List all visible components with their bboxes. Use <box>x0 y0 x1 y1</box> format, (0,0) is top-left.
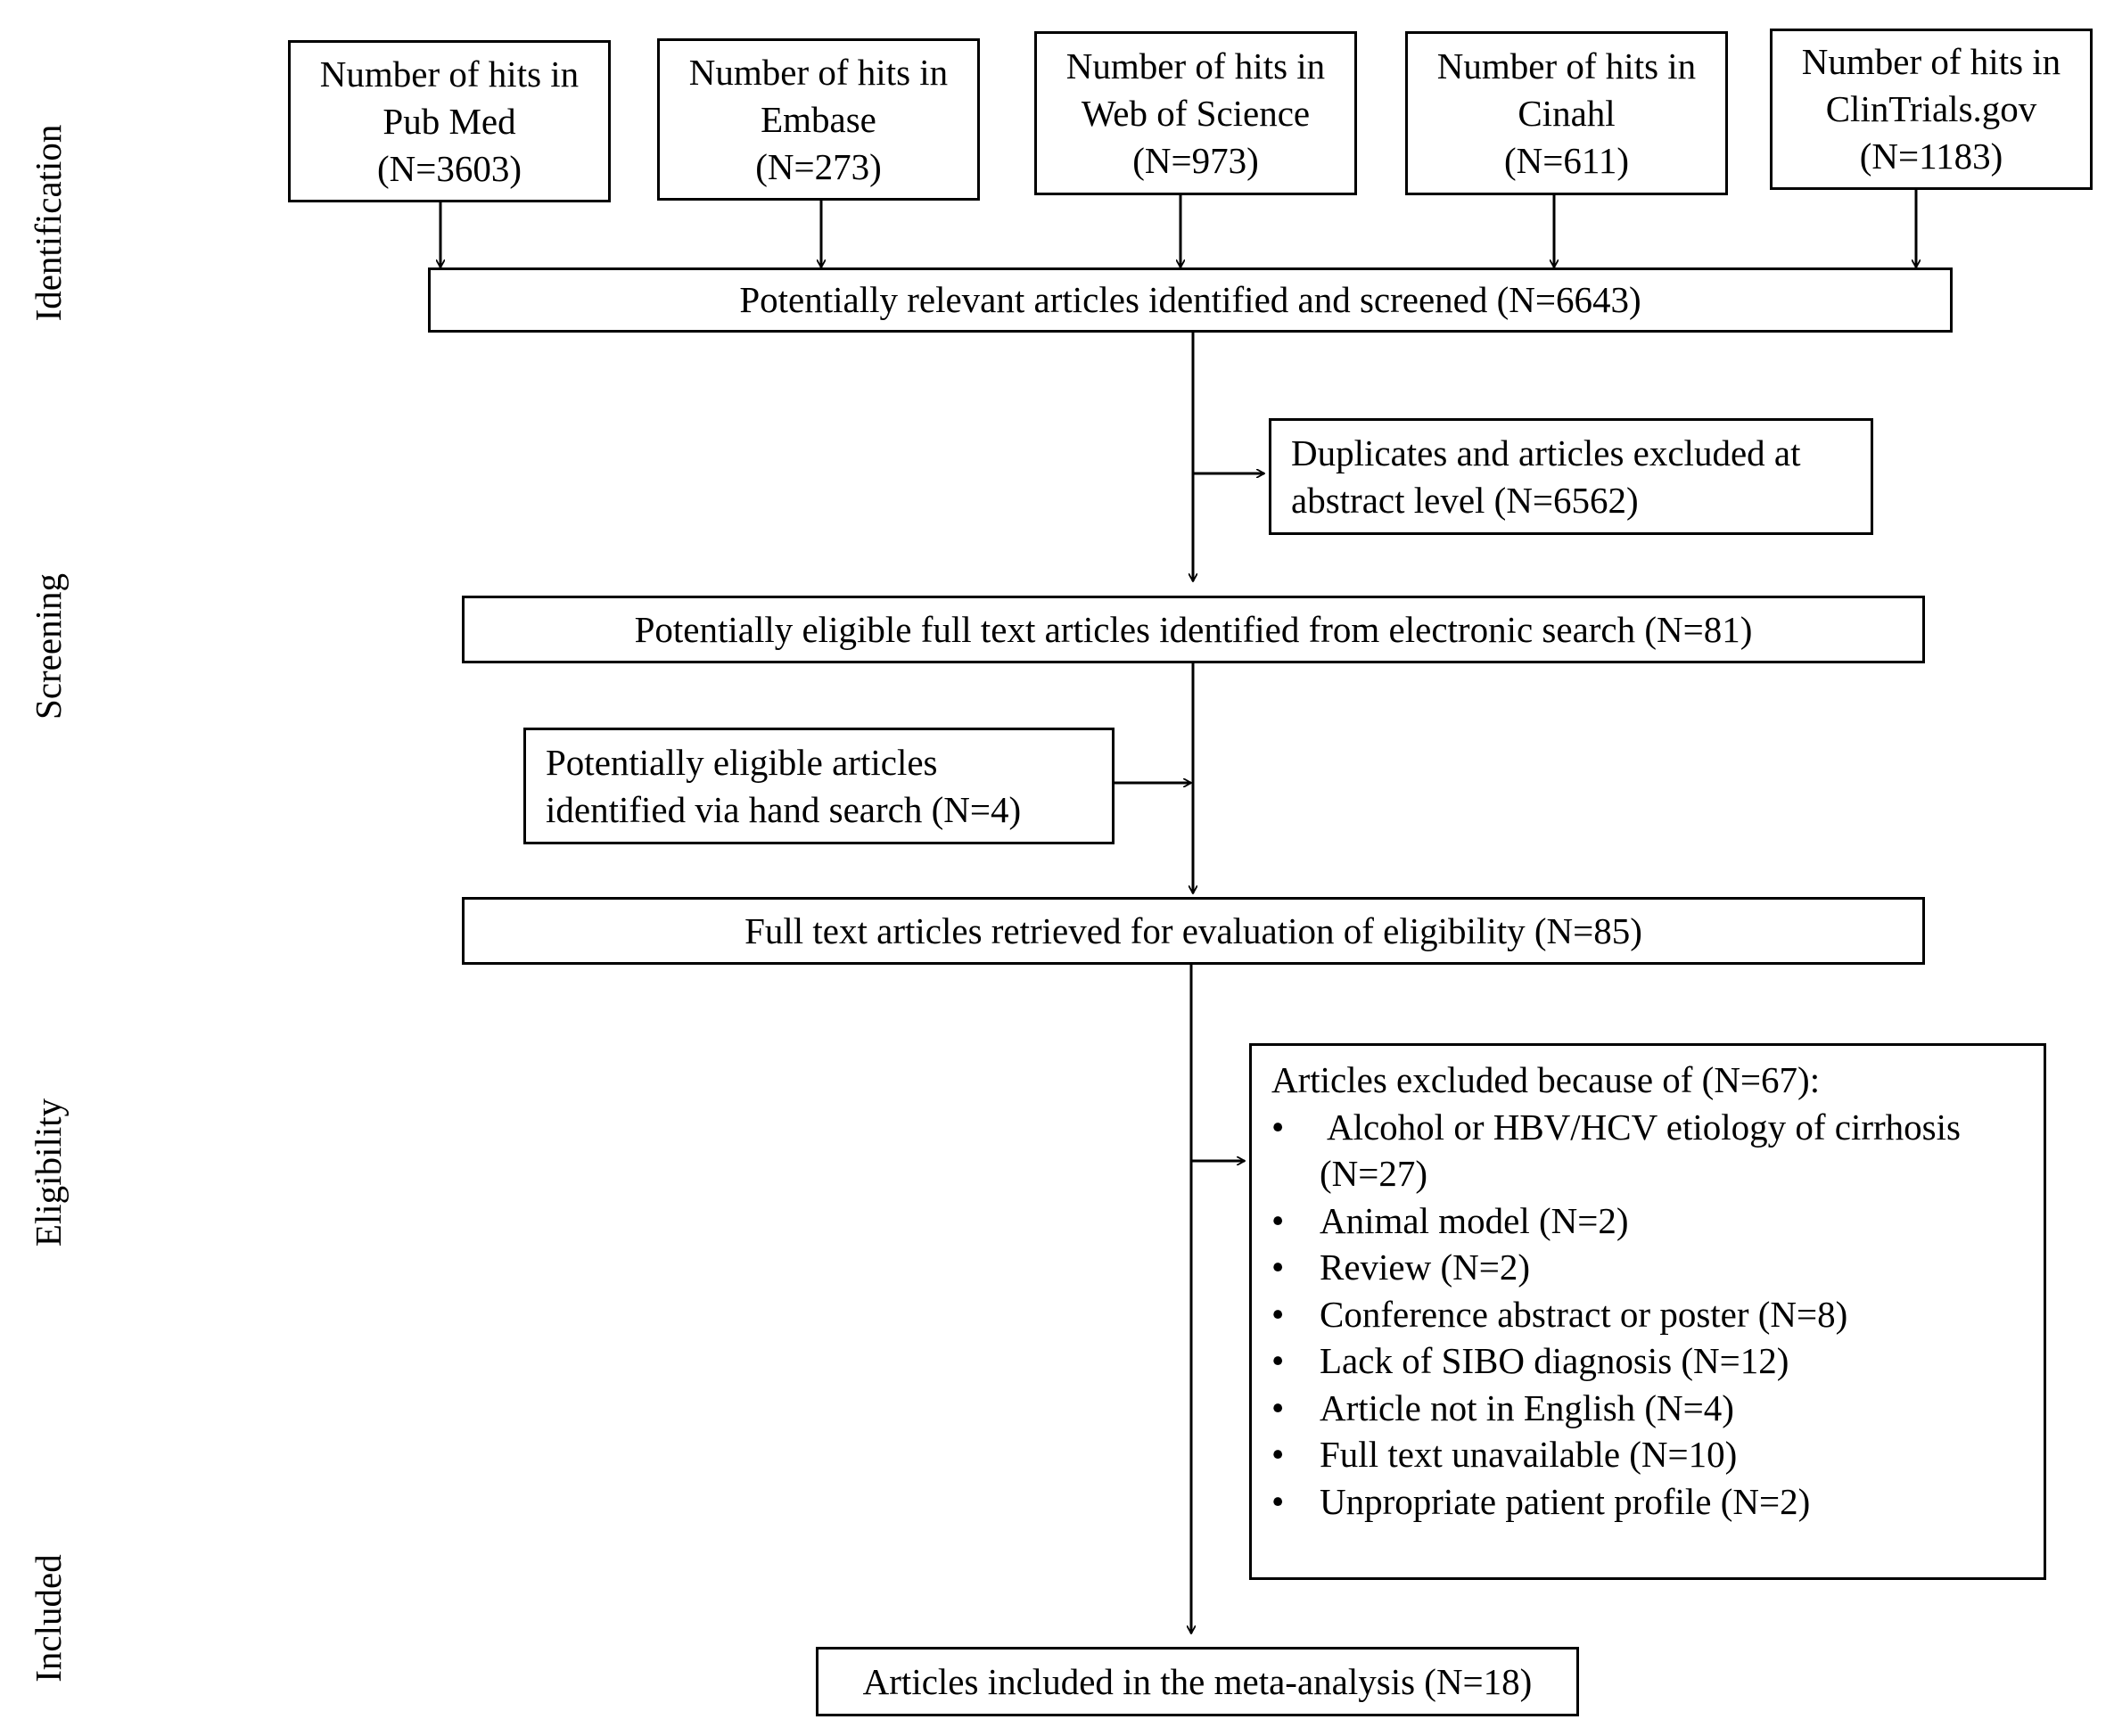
identified-box: Potentially relevant articles identified… <box>428 267 1953 333</box>
duplicates-excluded-line-2: abstract level (N=6562) <box>1291 479 1639 521</box>
excluded-reason-item: • Lack of SIBO diagnosis (N=12) <box>1271 1337 2044 1385</box>
retrieved-text: Full text articles retrieved for evaluat… <box>744 909 1642 951</box>
hand-search-line-2: identified via hand search (N=4) <box>546 788 1022 830</box>
excluded-reasons-list: • Alcohol or HBV/HCV etiology of cirrhos… <box>1271 1104 2044 1526</box>
source-cinahl-line-2: Cinahl <box>1518 92 1616 134</box>
stage-label-screening: Screening <box>28 573 69 720</box>
excluded-reason-text: Unpropriate patient profile (N=2) <box>1320 1480 1811 1522</box>
source-pubmed-line-1: Number of hits in <box>319 53 580 95</box>
excluded-reason-item: • Review (N=2) <box>1271 1244 2044 1291</box>
source-clintrials-line-2: ClinTrials.gov <box>1825 88 2037 129</box>
excluded-reason-text: Conference abstract or poster (N=8) <box>1320 1293 1848 1335</box>
source-cinahl-count: (N=611) <box>1503 139 1630 181</box>
excluded-reason-item: • Animal model (N=2) <box>1271 1197 2044 1245</box>
excluded-reason-text: Article not in English (N=4) <box>1320 1386 1734 1428</box>
duplicates-excluded-line-1: Duplicates and articles excluded at <box>1291 432 1801 473</box>
source-box-cinahl: Number of hits in Cinahl (N=611) <box>1405 31 1728 195</box>
bullet-marker: • <box>1271 1480 1285 1522</box>
stage-label-identification: Identification <box>28 124 69 322</box>
source-clintrials-line-1: Number of hits in <box>1801 41 2061 82</box>
source-box-web-of-science: Number of hits in Web of Science (N=973) <box>1034 31 1357 195</box>
excluded-reason-text: Full text unavailable (N=10) <box>1320 1434 1738 1475</box>
source-cinahl-line-1: Number of hits in <box>1436 45 1697 86</box>
excluded-reason-item: • Unpropriate patient profile (N=2) <box>1271 1478 2044 1526</box>
source-embase-line-1: Number of hits in <box>688 51 949 93</box>
source-pubmed-count: (N=3603) <box>376 147 522 189</box>
excluded-reasons-box: Articles excluded because of (N=67): • A… <box>1249 1043 2046 1580</box>
source-wos-count: (N=973) <box>1132 139 1259 181</box>
bullet-marker: • <box>1271 1106 1285 1148</box>
included-text: Articles included in the meta-analysis (… <box>862 1660 1533 1702</box>
excluded-reason-text: Lack of SIBO diagnosis (N=12) <box>1320 1340 1789 1381</box>
excluded-reason-item: • Full text unavailable (N=10) <box>1271 1431 2044 1478</box>
source-pubmed-line-2: Pub Med <box>382 100 516 142</box>
included-box: Articles included in the meta-analysis (… <box>816 1647 1579 1716</box>
bullet-marker: • <box>1271 1246 1285 1288</box>
identified-text: Potentially relevant articles identified… <box>739 279 1641 320</box>
source-box-embase: Number of hits in Embase (N=273) <box>657 38 980 201</box>
bullet-marker: • <box>1271 1293 1285 1335</box>
excluded-reason-item: • Conference abstract or poster (N=8) <box>1271 1291 2044 1338</box>
duplicates-excluded-box: Duplicates and articles excluded at abst… <box>1269 418 1873 535</box>
stage-label-included: Included <box>28 1554 69 1683</box>
eligible-electronic-text: Potentially eligible full text articles … <box>634 608 1753 650</box>
excluded-reason-item: • Alcohol or HBV/HCV etiology of cirrhos… <box>1271 1104 2044 1197</box>
excluded-heading: Articles excluded because of (N=67): <box>1271 1059 1821 1100</box>
source-embase-count: (N=273) <box>755 145 882 187</box>
excluded-reason-continuation: (N=27) <box>1320 1153 1428 1194</box>
source-clintrials-count: (N=1183) <box>1859 136 2003 177</box>
bullet-marker: • <box>1271 1386 1285 1428</box>
bullet-marker: • <box>1271 1434 1285 1475</box>
stage-label-eligibility: Eligibility <box>28 1098 69 1247</box>
source-box-pubmed: Number of hits in Pub Med (N=3603) <box>288 40 611 202</box>
excluded-reason-text: Animal model (N=2) <box>1320 1199 1629 1241</box>
excluded-reason-item: • Article not in English (N=4) <box>1271 1385 2044 1432</box>
source-box-clintrials: Number of hits in ClinTrials.gov (N=1183… <box>1770 29 2093 190</box>
source-wos-line-1: Number of hits in <box>1065 45 1326 86</box>
source-wos-line-2: Web of Science <box>1081 92 1311 134</box>
hand-search-line-1: Potentially eligible articles <box>546 741 938 783</box>
retrieved-box: Full text articles retrieved for evaluat… <box>462 897 1925 965</box>
excluded-reason-text: Alcohol or HBV/HCV etiology of cirrhosis <box>1320 1106 1961 1148</box>
bullet-marker: • <box>1271 1340 1285 1381</box>
hand-search-box: Potentially eligible articles identified… <box>523 728 1115 844</box>
source-embase-line-2: Embase <box>761 98 876 140</box>
bullet-marker: • <box>1271 1199 1285 1241</box>
eligible-electronic-box: Potentially eligible full text articles … <box>462 596 1925 663</box>
excluded-reason-text: Review (N=2) <box>1320 1246 1531 1288</box>
